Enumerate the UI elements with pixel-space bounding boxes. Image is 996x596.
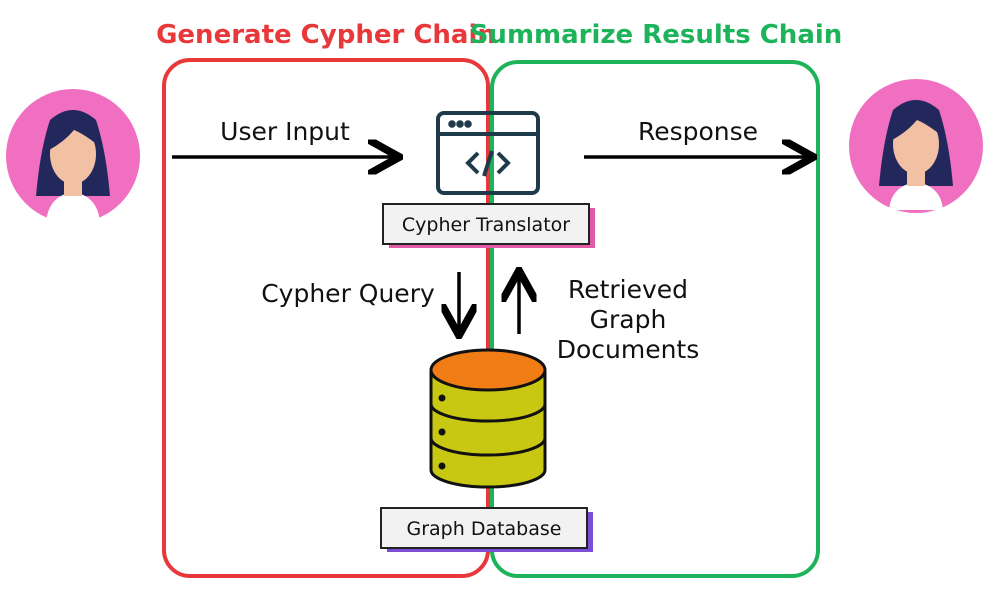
user-input-label: User Input <box>220 117 350 146</box>
cypher-translator-tag: Cypher Translator <box>382 203 595 248</box>
graph-database-tag: Graph Database <box>380 507 593 552</box>
summarize-chain-box <box>490 60 820 578</box>
graph-database-label: Graph Database <box>407 518 562 540</box>
summarize-chain-title: Summarize Results Chain <box>470 20 843 50</box>
retrieved-label-line3: Documents <box>557 335 700 364</box>
response-label: Response <box>638 117 758 146</box>
generate-chain-box <box>162 58 490 578</box>
generate-chain-title: Generate Cypher Chain <box>156 20 496 50</box>
user-avatar-right-icon <box>849 79 983 213</box>
retrieved-label-line2: Graph <box>590 305 667 334</box>
retrieved-label-line1: Retrieved <box>568 275 688 304</box>
code-window-icon <box>436 111 540 195</box>
database-icon <box>429 348 547 489</box>
user-avatar-left-icon <box>6 89 140 223</box>
cypher-query-label: Cypher Query <box>261 279 435 308</box>
cypher-translator-label: Cypher Translator <box>402 214 570 236</box>
